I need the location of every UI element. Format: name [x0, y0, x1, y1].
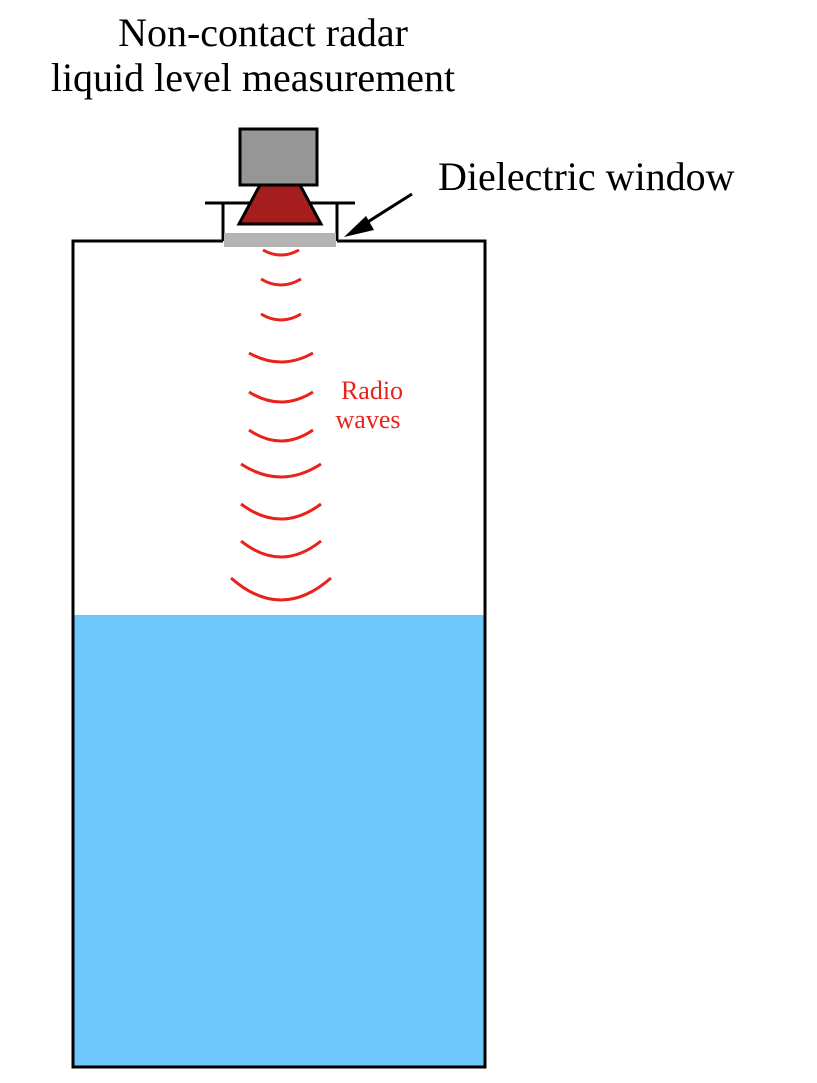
radio-wave-arc	[248, 428, 314, 443]
radio-wave-arc	[262, 248, 300, 257]
radio-wave-arc	[240, 539, 322, 559]
radio-waves-label-line-1: Radio	[341, 376, 403, 405]
radio-wave-arc	[248, 351, 314, 364]
radio-waves	[230, 248, 332, 602]
dielectric-window-label: Dielectric window	[438, 154, 735, 199]
dielectric-window	[224, 233, 336, 247]
diagram-title-line-1: Non-contact radar	[118, 10, 408, 55]
radio-wave-arc	[260, 277, 302, 287]
radio-wave-arc	[240, 462, 322, 479]
liquid-fill	[73, 615, 485, 1067]
radio-wave-arc	[240, 502, 322, 521]
dielectric-window-callout	[344, 192, 413, 237]
antenna-horn	[236, 183, 324, 226]
diagram-title-line-2: liquid level measurement	[51, 55, 455, 100]
radio-waves-label-line-2: waves	[336, 405, 401, 434]
radio-wave-arc	[248, 390, 314, 404]
radio-wave-arc	[230, 576, 332, 602]
radio-wave-arc	[260, 312, 302, 322]
transmitter-housing	[238, 127, 319, 187]
tank-outline	[71, 239, 487, 1069]
callout-arrowhead	[344, 216, 374, 237]
